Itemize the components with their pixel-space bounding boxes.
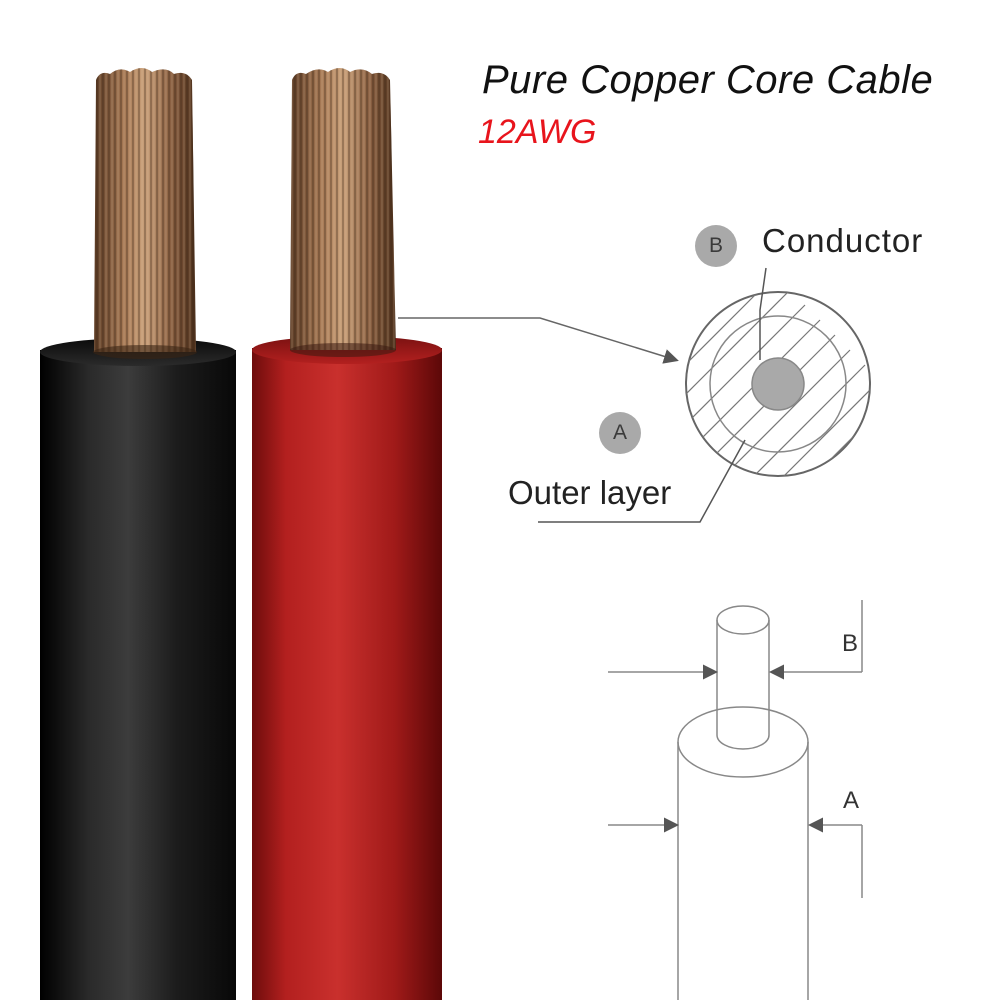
wire-gauge: 12AWG [478, 113, 597, 151]
red-cable [252, 68, 442, 1000]
outer-diameter-label: A [843, 787, 860, 814]
black-insulation [40, 350, 236, 1000]
page-title: Pure Copper Core Cable [482, 58, 934, 102]
dimension-diagram [608, 600, 863, 1000]
red-insulation [252, 348, 442, 1000]
conductor-core [751, 357, 805, 411]
conductor-label: Conductor [762, 222, 924, 259]
outer-layer-leader [538, 439, 746, 523]
outer-layer-label: Outer layer [508, 474, 672, 511]
cross-section [538, 267, 871, 523]
pointer-arrow [398, 317, 679, 364]
outer-layer-badge: A [599, 412, 641, 454]
black-cable [40, 68, 236, 1000]
inner-diameter-label: B [842, 630, 859, 657]
conductor-leader [759, 267, 767, 360]
conductor-badge: B [695, 225, 737, 267]
